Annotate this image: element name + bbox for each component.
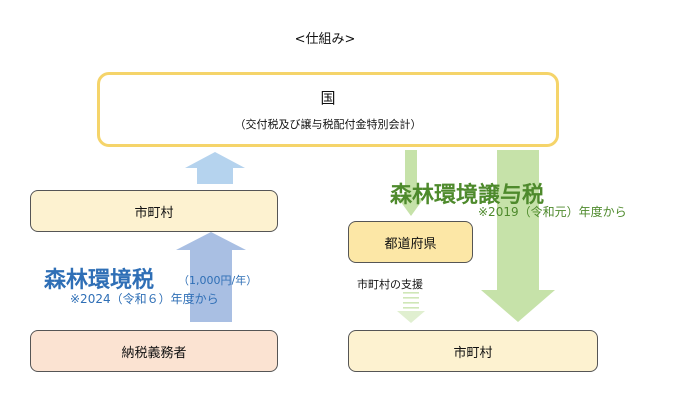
taxpayer-box: 納税義務者: [30, 330, 278, 372]
arrow-prefecture-support: [397, 292, 425, 323]
kuni-subtitle: （交付税及び譲与税配付金特別会計）: [234, 118, 422, 131]
transfer-tax-label: 森林環境譲与税: [390, 183, 545, 208]
town-box-left: 市町村: [30, 190, 278, 232]
arrow-town-to-kuni: [185, 152, 245, 184]
arrow-kuni-to-prefecture: [398, 150, 424, 216]
diagram-caption: <仕組み>: [294, 32, 356, 47]
transfer-tax-note: ※2019（令和元）年度から: [478, 205, 627, 219]
support-label: 市町村の支援: [357, 278, 423, 291]
forest-tax-note: ※2024（令和６）年度から: [70, 292, 219, 306]
kuni-title: 国: [320, 89, 336, 107]
town-box-right: 市町村: [348, 330, 598, 372]
forest-tax-label: 森林環境税: [44, 268, 155, 293]
arrow-kuni-to-town-right: [481, 150, 555, 322]
arrow-taxpayer-to-town: [176, 232, 246, 322]
kuni-box: 国 （交付税及び譲与税配付金特別会計）: [97, 72, 559, 147]
prefecture-box: 都道府県: [348, 221, 473, 263]
forest-tax-rate: （1,000円/年）: [178, 274, 258, 287]
